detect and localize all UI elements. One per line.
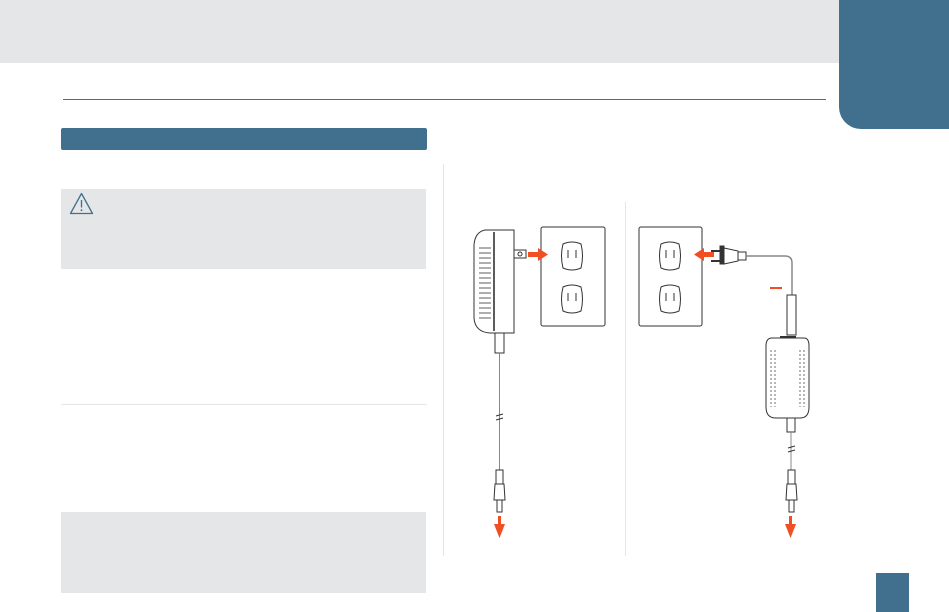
section-divider	[61, 404, 427, 405]
warning-callout	[61, 189, 426, 269]
wall-adapter	[473, 229, 527, 513]
wall-outlet	[540, 226, 606, 327]
power-adapter-illustration	[473, 226, 810, 538]
warning-icon	[69, 192, 94, 215]
page-number-box	[876, 573, 909, 612]
figure-divider	[625, 202, 626, 556]
column-divider	[443, 164, 444, 556]
chapter-tab	[839, 0, 949, 129]
section-heading-bar	[61, 128, 427, 150]
header-band	[0, 0, 949, 63]
arrow-icon	[494, 248, 796, 538]
title-rule	[63, 99, 826, 100]
desktop-power-brick	[711, 245, 810, 513]
note-callout	[61, 512, 426, 593]
wall-outlet	[638, 226, 703, 327]
